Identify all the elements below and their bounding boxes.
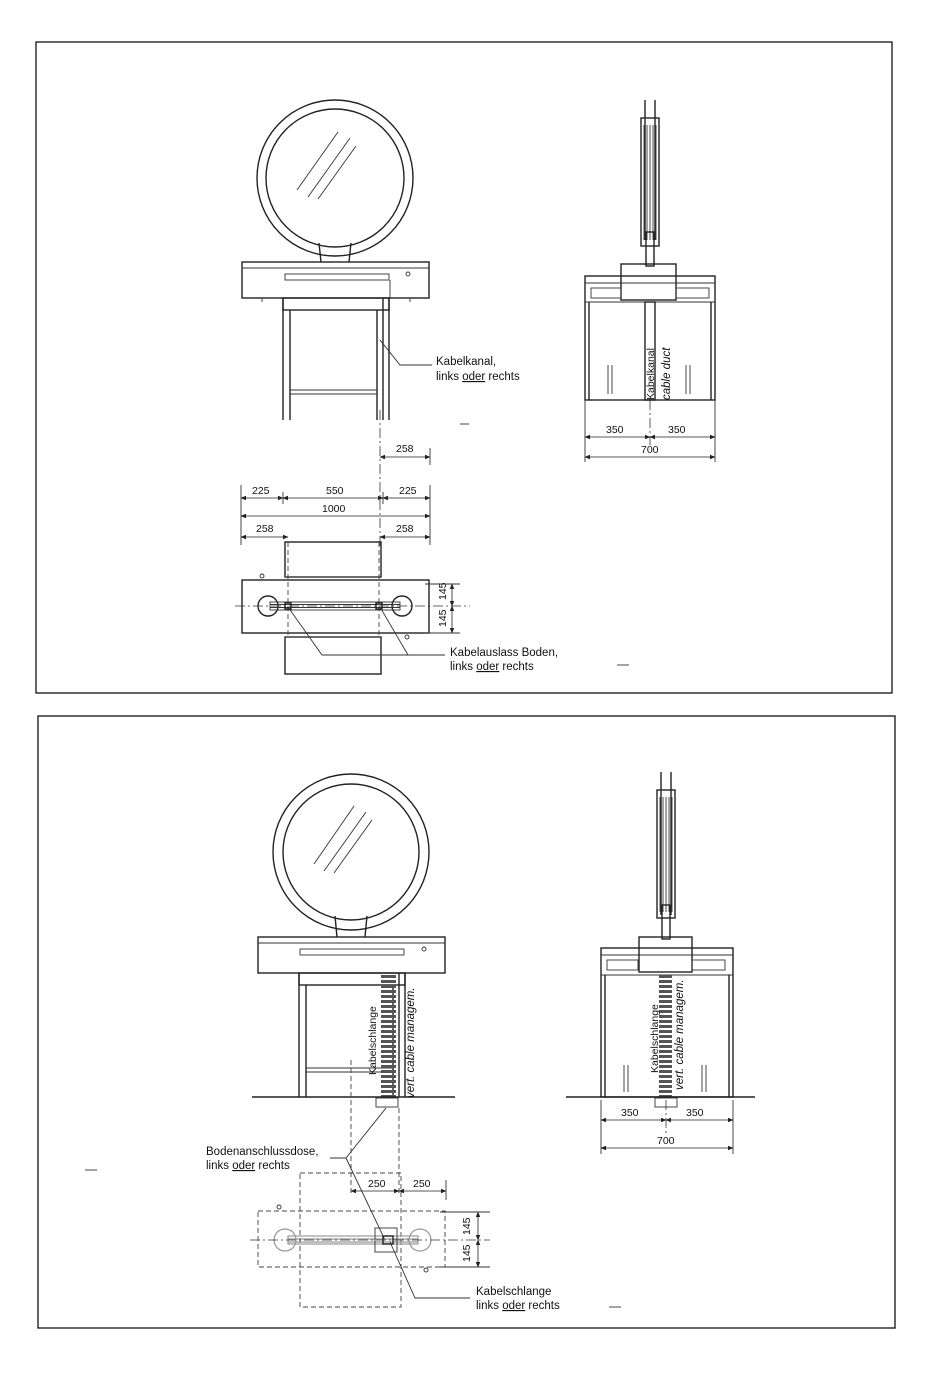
front-dimensions: 258 225 550 225 1000 258 258 [240, 443, 431, 545]
kabelkanal-label-line1: Kabelkanal, [436, 356, 496, 368]
side-dim-350-right: 350 [668, 424, 686, 436]
dim-1000: 1000 [322, 503, 346, 515]
schlange-label-line2b: oder [502, 1300, 525, 1312]
side-dimensions: 350 350 700 [584, 400, 716, 462]
side-view-table-2: Kabelschlange vert. cable managem. [566, 772, 755, 1135]
boden-label-line2c: rechts [255, 1160, 290, 1172]
dim-145-lower: 145 [437, 609, 449, 627]
schlange-label-line1: Kabelschlange [476, 1286, 551, 1298]
front-cable-manag-text: vert. cable managem. [405, 987, 417, 1098]
front-view-table-2: Kabelschlange vert. cable managem. [252, 773, 455, 1195]
boden-label-line1: Bodenanschlussdose, [206, 1146, 319, 1158]
dim-258-left: 258 [256, 523, 274, 535]
panel-2: Kabelschlange vert. cable managem. Boden… [37, 715, 896, 1329]
plan-view: 145 145 [235, 541, 470, 675]
svg-text:links oder rechts: links oder rechts [206, 1160, 290, 1172]
callout-kabelkanal: Kabelkanal, links oder rechts [379, 339, 520, 383]
svg-text:links oder rechts: links oder rechts [450, 661, 534, 673]
dim-258-top: 258 [396, 443, 414, 455]
cable-snake-side [659, 975, 672, 1098]
dim2-145-upper: 145 [461, 1217, 473, 1235]
svg-text:links oder rechts: links oder rechts [436, 371, 520, 383]
schlange-label-line2a: links [476, 1300, 502, 1312]
auslass-label-line2b: oder [476, 661, 499, 673]
mirror-frame [256, 99, 414, 257]
cable-snake-front [381, 975, 396, 1098]
auslass-label-line2a: links [450, 661, 476, 673]
plan-dimensions-2: 250 250 [350, 1178, 447, 1200]
auslass-label-line1: Kabelauslass Boden, [450, 647, 558, 659]
plan-view-2: 145 145 [250, 1172, 490, 1308]
kabelkanal-label-line2a: links [436, 371, 462, 383]
side-dim-350-left: 350 [606, 424, 624, 436]
dim-225-left: 225 [252, 485, 270, 497]
dim-250-right: 250 [413, 1178, 431, 1190]
side2-dim-350-right: 350 [686, 1107, 704, 1119]
dim-225-right: 225 [399, 485, 417, 497]
side-dim-700: 700 [641, 444, 659, 456]
side-dimensions-2: 350 350 700 [600, 1100, 734, 1154]
boden-label-line2a: links [206, 1160, 232, 1172]
dim-258-right: 258 [396, 523, 414, 535]
panel-1: Kabelkanal, links oder rechts 258 225 55… [35, 41, 893, 694]
schlange-label-line2c: rechts [525, 1300, 560, 1312]
dim-250-left: 250 [368, 1178, 386, 1190]
svg-text:links oder rechts: links oder rechts [476, 1300, 560, 1312]
auslass-label-line2c: rechts [499, 661, 534, 673]
dim-145-upper: 145 [437, 582, 449, 600]
side2-dim-350-left: 350 [621, 1107, 639, 1119]
side2-dim-700: 700 [657, 1135, 675, 1147]
side-kabelschlange-text: Kabelschlange [649, 1004, 661, 1073]
side-cable-duct-text: cable duct [661, 347, 673, 400]
side-cable-manag-text: vert. cable managem. [674, 979, 686, 1090]
front-kabelschlange-text: Kabelschlange [367, 1006, 379, 1075]
dim2-145-lower: 145 [461, 1244, 473, 1262]
kabelkanal-label-line2b: oder [462, 371, 485, 383]
mirror-glass [265, 108, 405, 248]
side-view-table: Kabelkanal cable duct [584, 100, 716, 445]
boden-label-line2b: oder [232, 1160, 255, 1172]
front-view-table [241, 99, 469, 548]
dim-550: 550 [326, 485, 344, 497]
side-kabelkanal-text: Kabelkanal [645, 348, 657, 400]
callout-kabelauslass: Kabelauslass Boden, links oder rechts [287, 606, 629, 673]
kabelkanal-label-line2c: rechts [485, 371, 520, 383]
callout-bodenanschluss: Bodenanschlussdose, links oder rechts [85, 1107, 387, 1241]
callout-kabelschlange: Kabelschlange links oder rechts [389, 1241, 621, 1312]
